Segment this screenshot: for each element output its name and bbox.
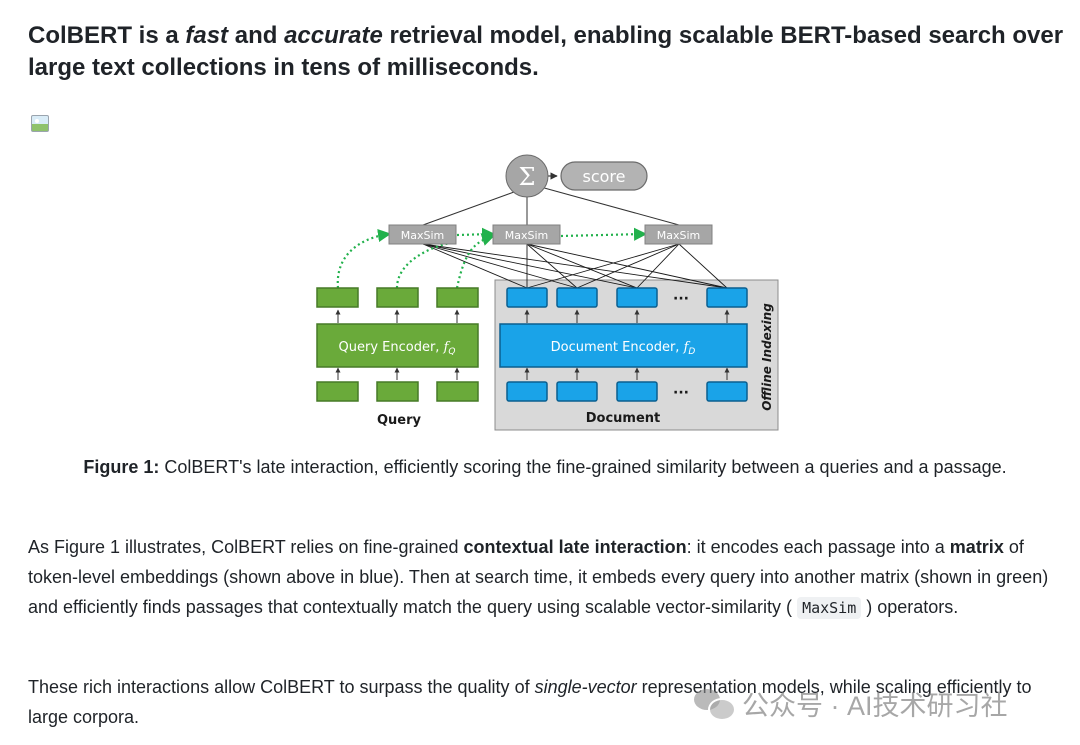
sum-symbol: Σ — [519, 163, 536, 191]
colbert-figure: Σ score MaxSim MaxSim MaxSim Query Encod… — [305, 150, 785, 435]
document-encoder-label: Document Encoder, fD — [551, 340, 696, 357]
document-output-embeddings — [506, 287, 748, 308]
headline-text: ColBERT is a — [28, 22, 186, 49]
query-to-maxsim-arrows — [336, 227, 648, 289]
doc-top-ellipsis: ··· — [673, 291, 689, 307]
query-encoder-label: Query Encoder, fQ — [339, 340, 456, 357]
headline-text: and — [228, 22, 285, 49]
document-encoder-arrows — [524, 309, 730, 380]
maxsim-label: MaxSim — [505, 229, 549, 242]
query-output-embeddings — [316, 287, 479, 308]
maxsim-box: MaxSim — [644, 224, 713, 245]
colbert-diagram: Σ score MaxSim MaxSim MaxSim Query Encod… — [316, 154, 779, 431]
emphasis-term: single-vector — [534, 677, 637, 697]
document-input-embeddings — [506, 381, 748, 402]
headline-accurate: accurate — [284, 22, 383, 49]
inline-code: MaxSim — [797, 597, 862, 619]
headline-fast: fast — [185, 22, 229, 49]
query-label: Query — [377, 413, 422, 428]
maxsim-label: MaxSim — [657, 229, 701, 242]
maxsim-box: MaxSim — [388, 224, 457, 245]
caption-label: Figure 1: — [83, 457, 160, 477]
offline-indexing-label: Offline Indexing — [760, 303, 774, 411]
query-encoder-arrows — [335, 309, 460, 380]
query-encoder-block — [316, 323, 479, 368]
body-paragraph: These rich interactions allow ColBERT to… — [28, 677, 1032, 727]
page-headline: ColBERT is a fast and accurate retrieval… — [28, 20, 1068, 84]
doc-bottom-ellipsis: ··· — [673, 385, 689, 401]
bold-term: contextual late interaction — [463, 537, 687, 557]
maxsim-box: MaxSim — [492, 224, 561, 245]
bold-term: matrix — [949, 537, 1004, 557]
broken-image-icon — [31, 115, 49, 132]
query-input-embeddings — [316, 381, 479, 402]
maxsim-to-sum-lines — [422, 185, 680, 226]
score-node — [560, 161, 648, 191]
doc-to-maxsim-lines — [422, 243, 728, 289]
document-encoder-block — [499, 323, 748, 368]
headline-text: retrieval model, enabling scalable BERT-… — [28, 22, 1064, 81]
maxsim-label: MaxSim — [401, 229, 445, 242]
caption-text: ColBERT's late interaction, efficiently … — [159, 457, 1007, 477]
document-label: Document — [586, 411, 661, 426]
figure-caption: Figure 1: ColBERT's late interaction, ef… — [60, 452, 1030, 482]
score-label: score — [583, 167, 626, 186]
body-paragraph: As Figure 1 illustrates, ColBERT relies … — [28, 537, 1049, 619]
